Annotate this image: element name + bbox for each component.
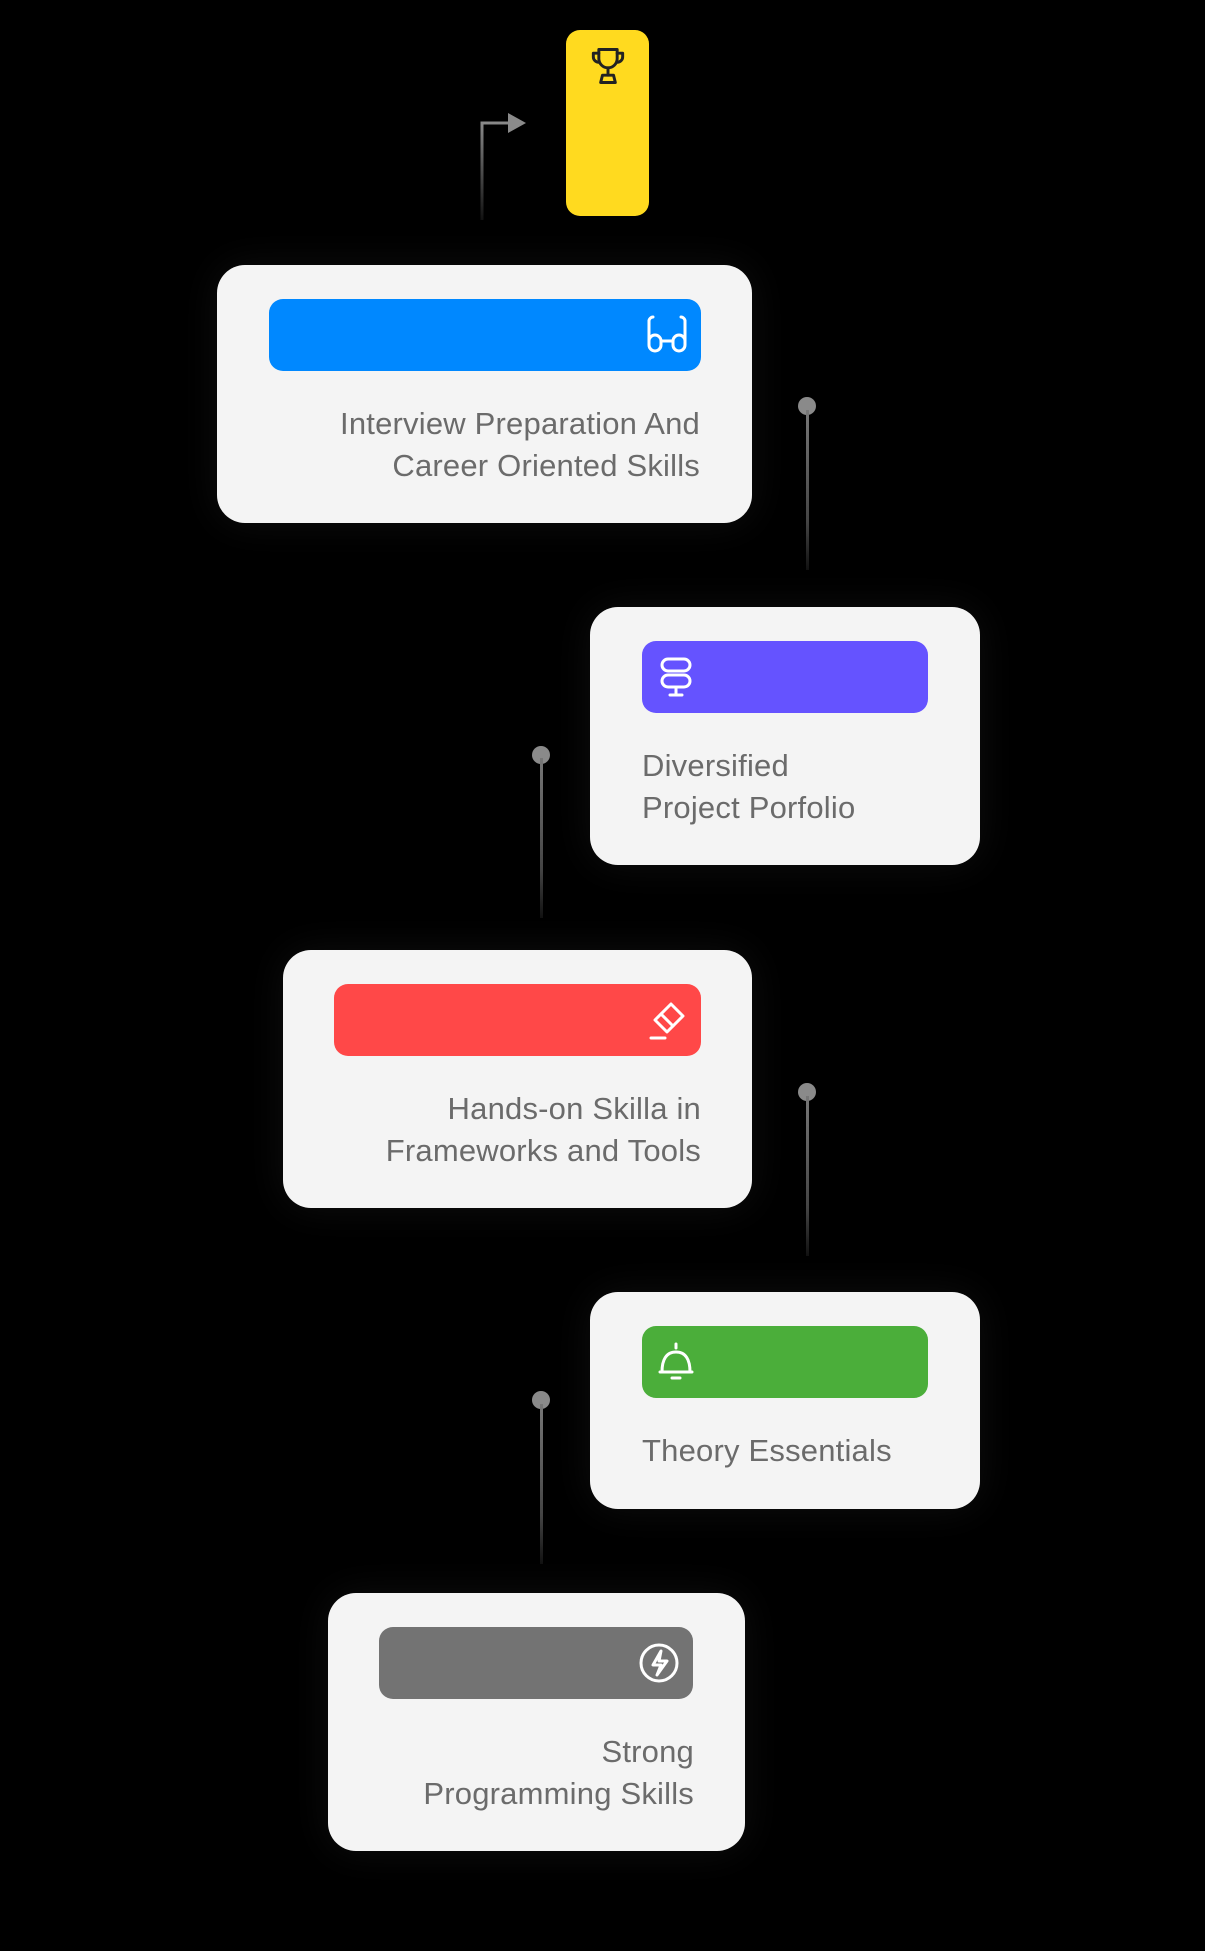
trophy-icon bbox=[586, 44, 630, 88]
step-card-programming: Strong Programming Skills bbox=[328, 1593, 745, 1851]
step-bar bbox=[269, 299, 701, 371]
bell-icon bbox=[652, 1338, 700, 1386]
lightning-icon bbox=[635, 1639, 683, 1687]
step-card-frameworks: Hands-on Skilla in Frameworks and Tools bbox=[283, 950, 752, 1208]
signpost-icon bbox=[652, 653, 700, 701]
step-bar bbox=[642, 1326, 928, 1398]
step-label: Strong Programming Skills bbox=[423, 1734, 694, 1811]
step-bar bbox=[334, 984, 701, 1056]
eraser-icon bbox=[643, 996, 691, 1044]
step-label: Theory Essentials bbox=[642, 1433, 892, 1468]
trophy-badge bbox=[566, 30, 649, 216]
step-label: Diversified Project Porfolio bbox=[642, 748, 856, 825]
glasses-icon bbox=[643, 311, 691, 359]
entry-arrow bbox=[480, 113, 526, 220]
step-bar bbox=[642, 641, 928, 713]
step-bar bbox=[379, 1627, 693, 1699]
step-label: Hands-on Skilla in Frameworks and Tools bbox=[385, 1091, 701, 1168]
step-label: Interview Preparation And Career Oriente… bbox=[340, 406, 700, 483]
step-card-portfolio: Diversified Project Porfolio bbox=[590, 607, 980, 865]
step-card-theory: Theory Essentials bbox=[590, 1292, 980, 1509]
step-card-interview: Interview Preparation And Career Oriente… bbox=[217, 265, 752, 523]
